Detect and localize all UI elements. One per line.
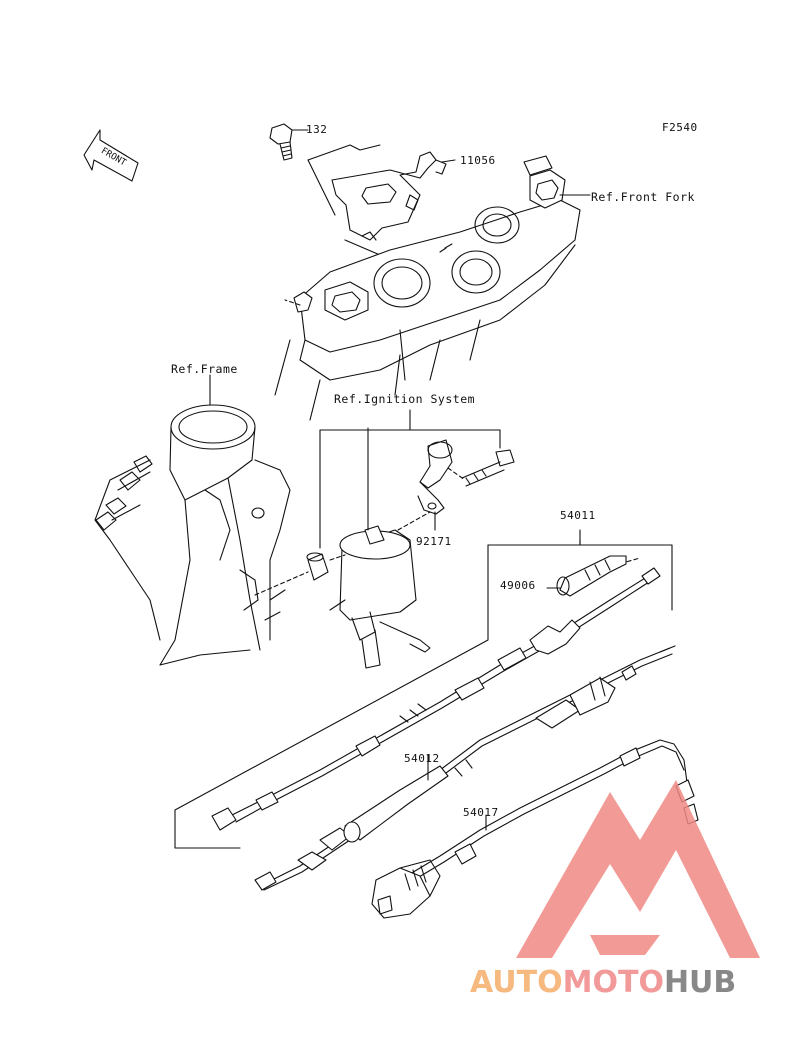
watermark-moto: MOTO [562,965,664,1000]
diagram-code-label: F2540 [662,121,698,134]
triple-clamp-part [274,155,581,421]
ref-frame-label[interactable]: Ref.Frame [171,362,238,376]
part-49006-label: 49006 [500,579,536,592]
callout-lines [209,194,591,831]
grommet-49006-part [546,555,627,597]
part-54017-label: 54017 [463,806,499,819]
bolt-132-part [269,123,309,161]
ignition-ref-bracket [319,409,501,549]
part-54012-label: 54012 [404,752,440,765]
throttle-cable-54012-part [254,645,676,891]
throttle-cable-54011-part [211,567,661,831]
bracket-11056-part [307,144,456,256]
cable-group-frame [174,529,673,849]
spacer-part [306,552,329,581]
automotohub-watermark: AUTOMOTOHUB [470,965,736,1000]
clamp-92171-part [417,439,453,515]
ref-ignition-system-label[interactable]: Ref.Ignition System [334,392,476,406]
ref-front-fork-label[interactable]: Ref.Front Fork [591,190,695,204]
part-11056-label: 11056 [460,154,496,167]
part-92171-label: 92171 [416,535,452,548]
automotohub-logo-icon [516,780,760,958]
long-bolt-part [461,449,515,487]
frame-head-part [94,404,291,666]
watermark-hub: HUB [663,965,737,1000]
front-arrow-icon: FRONT [83,129,139,182]
ignition-coil-part [329,525,431,669]
watermark-auto: AUTO [470,965,563,1000]
part-132-label: 132 [306,123,328,136]
choke-cable-54017-part [371,739,699,919]
part-54011-label: 54011 [560,509,596,522]
